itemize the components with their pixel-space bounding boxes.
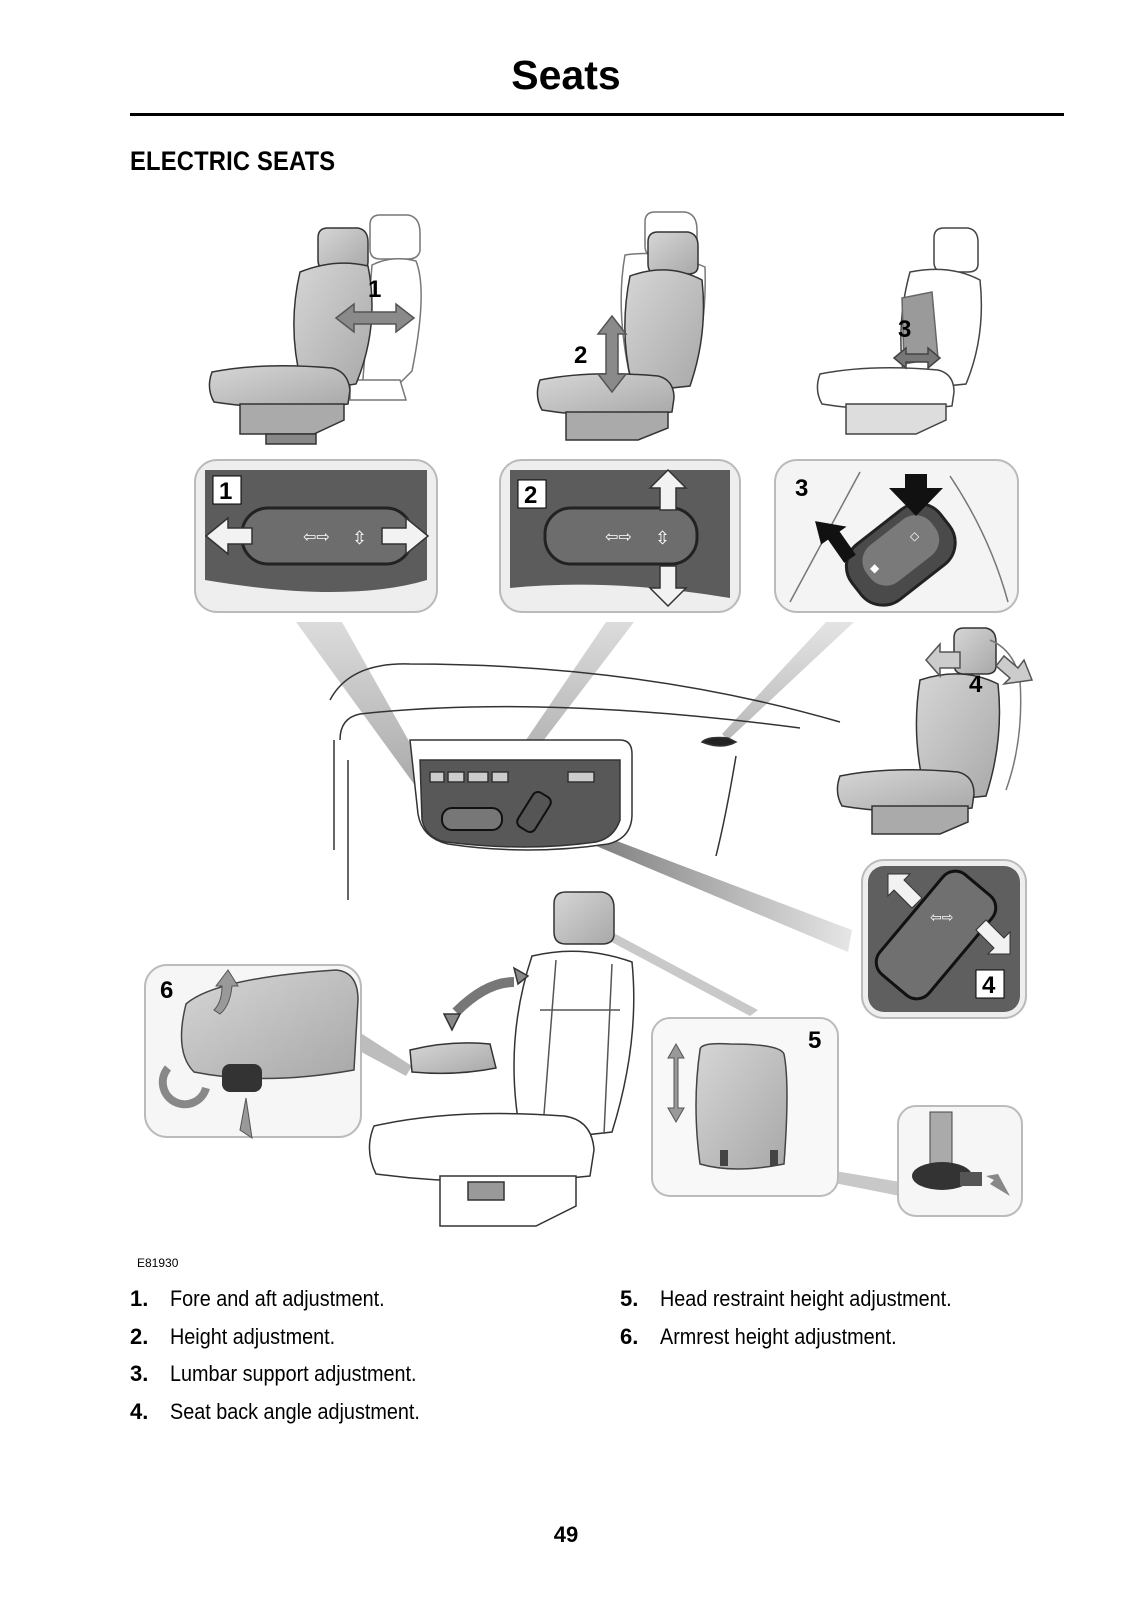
legend-item: 1. Fore and aft adjustment. [130, 1286, 448, 1324]
legend-number: 6. [620, 1323, 639, 1349]
seat-lumbar-view [816, 227, 983, 435]
seat-back-angle-view [836, 627, 1034, 835]
callout-label-1: 1 [368, 276, 381, 303]
legend-number: 5. [620, 1286, 639, 1311]
legend-item: 4. Seat back angle adjustment. [130, 1399, 448, 1437]
inset-head-restraint-release [897, 1105, 1023, 1217]
svg-text:⇳: ⇳ [352, 528, 367, 549]
legend-item: 2. Height adjustment. [130, 1324, 448, 1362]
callout-beam [604, 930, 758, 1016]
legend-item: 6. Armrest height adjustment. [620, 1324, 984, 1362]
inset-switch-lumbar: ◆ ◇ [774, 459, 1019, 613]
callout-beam [350, 1030, 412, 1076]
legend-number: 2. [130, 1323, 149, 1349]
inset-label-1: 1 [219, 478, 232, 505]
figure-reference: E81930 [137, 1256, 179, 1270]
inset-label-5: 5 [808, 1027, 821, 1054]
inset-label-4: 4 [982, 972, 996, 999]
legend-item: 3. Lumbar support adjustment. [130, 1361, 448, 1399]
legend-number: 1. [130, 1286, 149, 1311]
page-number: 49 [553, 1522, 579, 1547]
legend-item: 5. Head restraint height adjustment. [620, 1286, 984, 1324]
svg-text:◇: ◇ [910, 529, 920, 543]
page-title: Seats [511, 52, 621, 98]
legend-column-left: 1. Fore and aft adjustment. 2. Height adju… [130, 1286, 448, 1436]
legend-number: 3. [130, 1361, 149, 1386]
legend-text: Lumbar support adjustment. [170, 1361, 417, 1386]
callout-beam [296, 622, 442, 806]
legend-text: Armrest height adjustment. [660, 1323, 897, 1349]
legend-text: Height adjustment. [170, 1323, 336, 1349]
svg-text:⇦⇨: ⇦⇨ [930, 910, 953, 926]
legend-text: Fore and aft adjustment. [170, 1286, 385, 1311]
inset-head-restraint [651, 1017, 839, 1197]
svg-text:⇳: ⇳ [655, 528, 670, 549]
inset-label-2: 2 [524, 482, 537, 509]
inset-switch-fore-aft: ⇦⇨ ⇳ [194, 459, 438, 613]
title-divider [130, 113, 1064, 116]
electric-seats-illustration: 1 2 3 ⇦⇨ ⇳ 1 ⇦⇨ ⇳ [144, 211, 1034, 1227]
legend-text: Seat back angle adjustment. [170, 1398, 420, 1424]
callout-label-4: 4 [969, 671, 983, 698]
legend-column-right: 5. Head restraint height adjustment. 6. Ar… [620, 1286, 984, 1361]
seat-fore-aft-view [208, 214, 422, 445]
callout-beam [540, 812, 852, 952]
seat-side-switch-panel [329, 663, 841, 900]
inset-label-6: 6 [160, 977, 173, 1004]
inset-switch-height: ⇦⇨ ⇳ [499, 459, 741, 613]
section-heading: ELECTRIC SEATS [130, 146, 336, 176]
callout-beam [722, 622, 854, 740]
svg-text:◆: ◆ [870, 561, 880, 575]
callout-label-3: 3 [898, 316, 911, 343]
inset-armrest [144, 964, 362, 1140]
svg-text:⇦⇨: ⇦⇨ [303, 527, 330, 546]
seat-height-view [536, 211, 706, 441]
seat-main-view [368, 891, 635, 1227]
callout-label-2: 2 [574, 342, 587, 369]
legend-number: 4. [130, 1398, 149, 1424]
svg-text:⇦⇨: ⇦⇨ [605, 527, 632, 546]
inset-label-3: 3 [795, 475, 808, 502]
legend-text: Head restraint height adjustment. [660, 1286, 952, 1311]
